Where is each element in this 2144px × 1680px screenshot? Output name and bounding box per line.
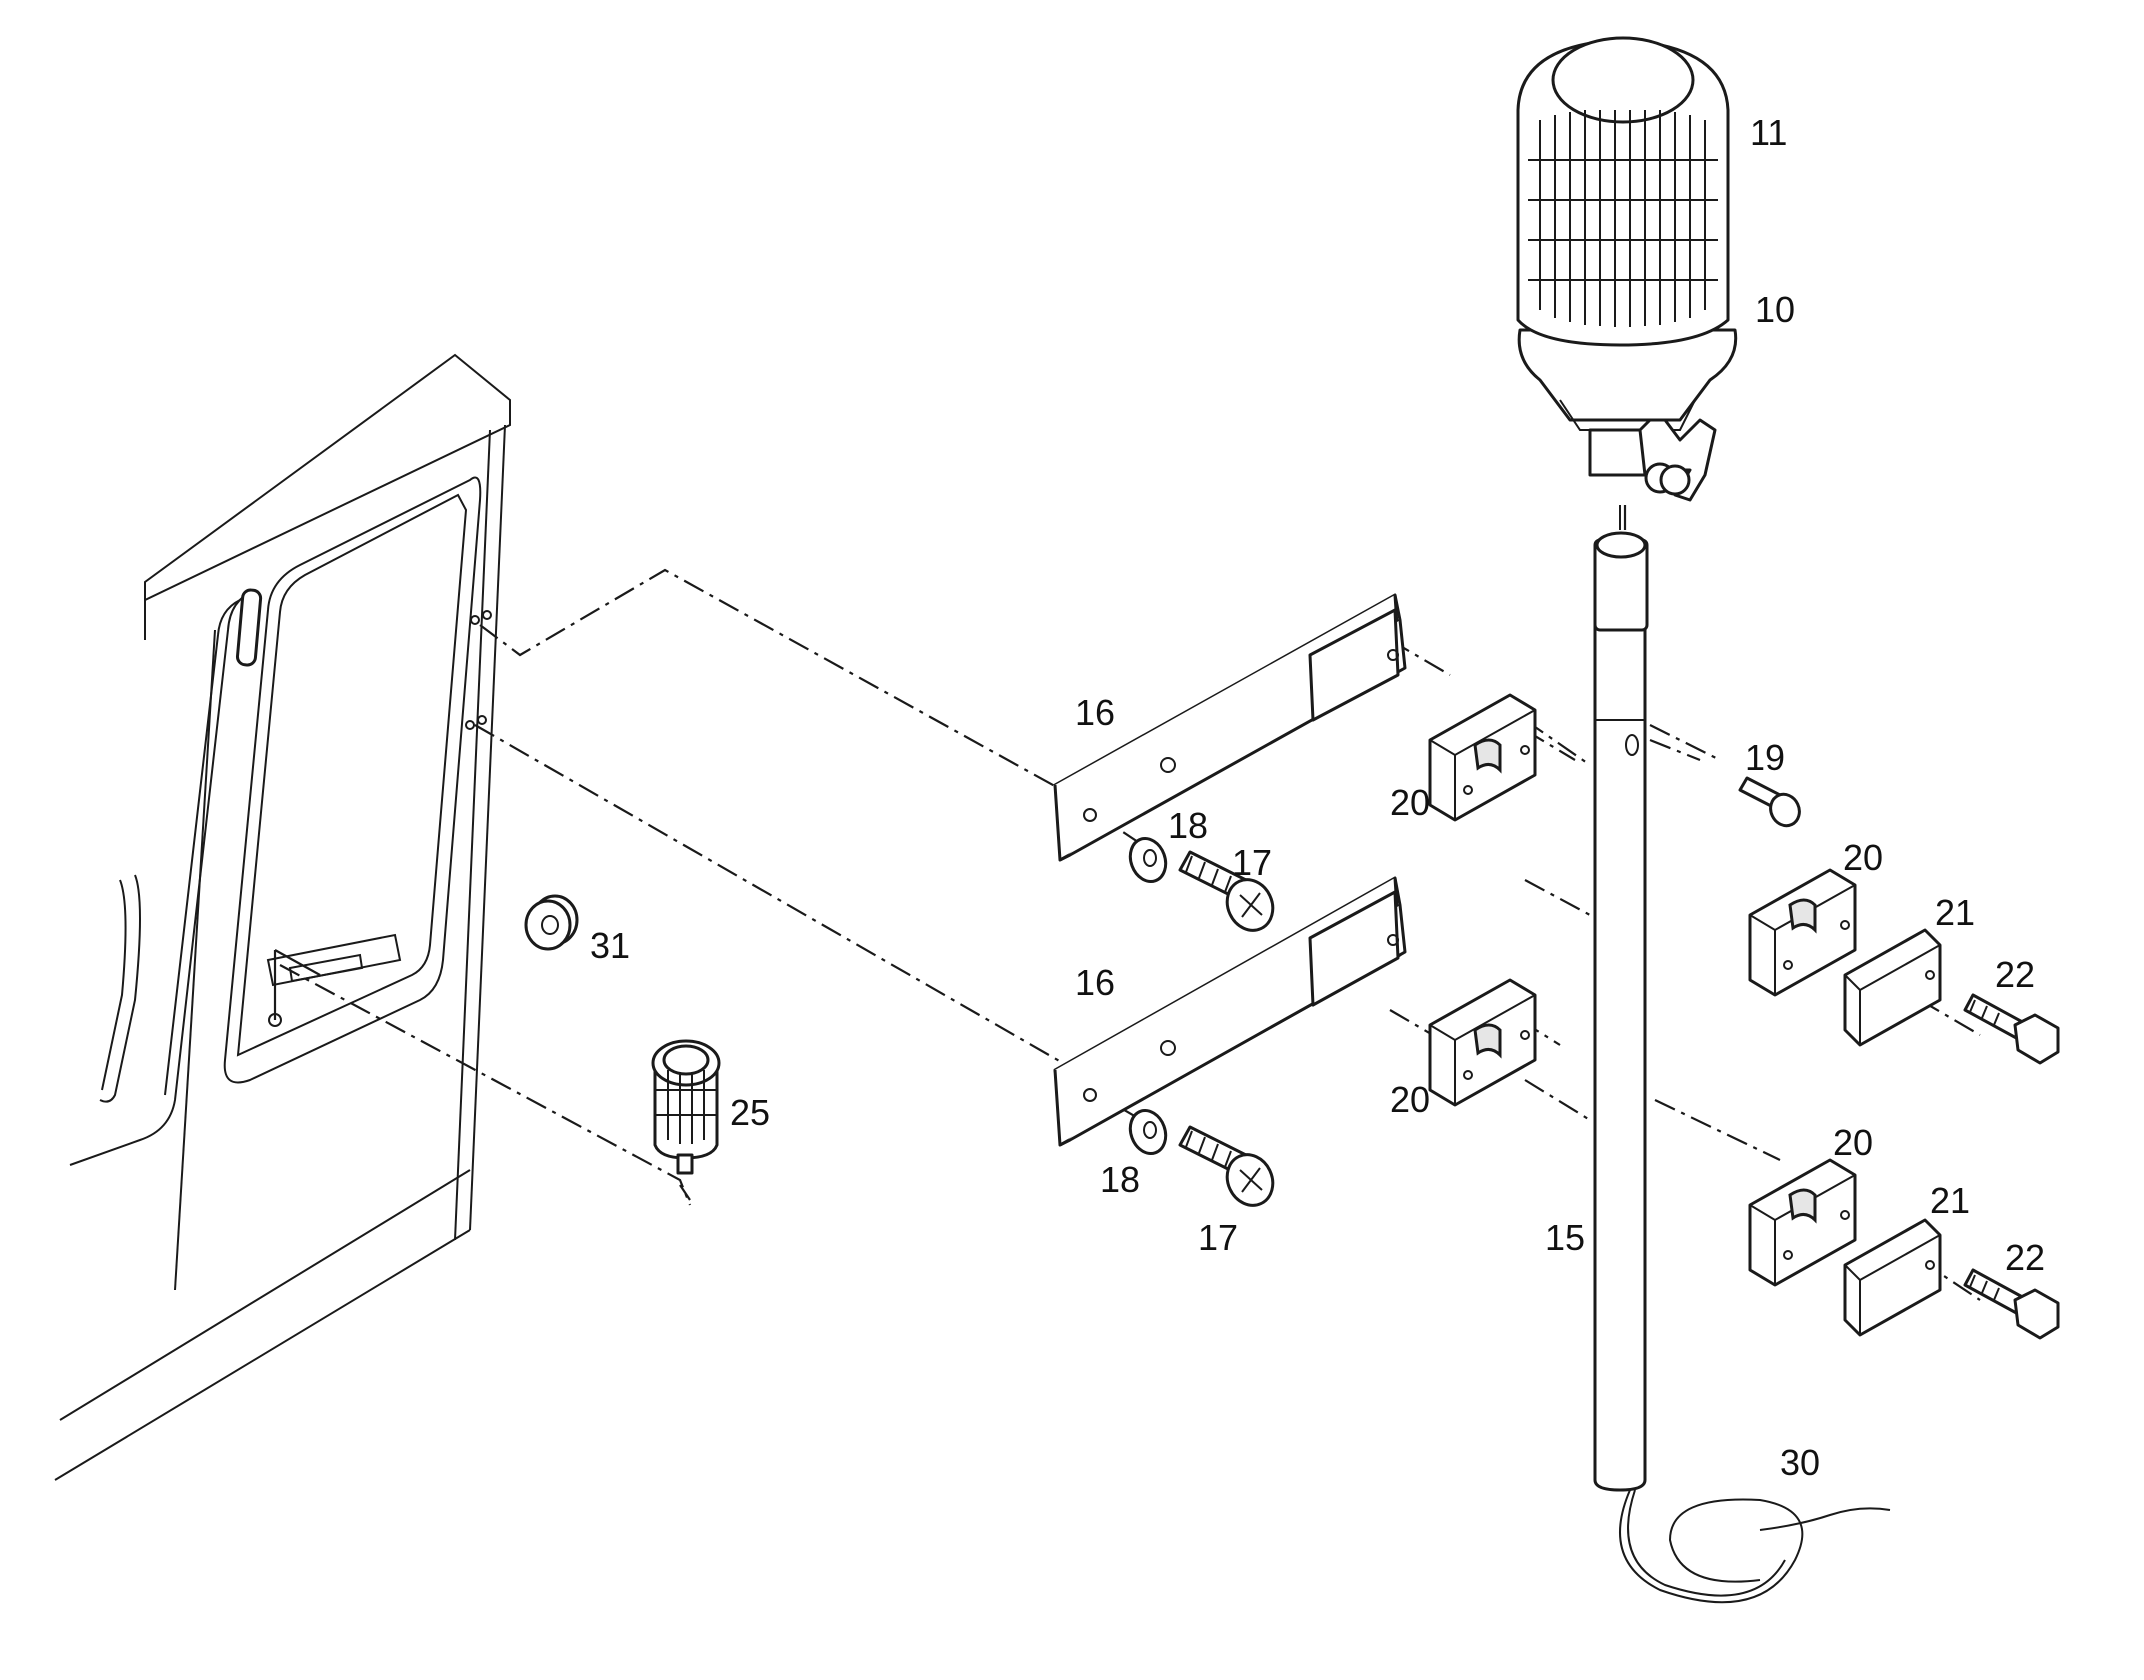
callout-20-b: 20	[1843, 837, 1883, 878]
mounting-pole	[1593, 505, 1649, 1492]
callout-22-upper: 22	[1995, 954, 2035, 995]
washer-upper	[1128, 837, 1168, 883]
callout-21-lower: 21	[1930, 1180, 1970, 1221]
screw-upper	[1178, 850, 1275, 932]
callout-labels: 10 11 15 16 16 17 17 18 18 19 20 20 20 2…	[590, 112, 2045, 1483]
callout-18-upper: 18	[1168, 805, 1208, 846]
mounting-plate-upper	[1053, 593, 1407, 862]
grommet	[524, 894, 579, 951]
callout-16-upper: 16	[1075, 692, 1115, 733]
washer-lower	[1128, 1109, 1168, 1155]
callout-17-upper: 17	[1232, 842, 1272, 883]
clamp-block-upper-right	[1748, 868, 1857, 997]
clamp-block-lower-left	[1428, 978, 1537, 1107]
lens-ribs	[1528, 110, 1718, 327]
callout-30: 30	[1780, 1442, 1820, 1483]
bolt-upper	[1963, 993, 2060, 1065]
screw-small	[1738, 776, 1801, 828]
beacon-lamp	[1516, 36, 1738, 502]
clamp-block-lower-right	[1748, 1158, 1857, 1287]
screw-lower	[1178, 1125, 1275, 1207]
callout-21-upper: 21	[1935, 892, 1975, 933]
callout-19: 19	[1745, 737, 1785, 778]
callout-17-lower: 17	[1198, 1217, 1238, 1258]
clamp-plate-lower	[1843, 1218, 1942, 1337]
callout-10: 10	[1755, 289, 1795, 330]
callout-31: 31	[590, 925, 630, 966]
callout-20-c: 20	[1390, 1079, 1430, 1120]
callout-15: 15	[1545, 1217, 1585, 1258]
cable	[1619, 1489, 1891, 1604]
clamp-block-upper-left	[1428, 693, 1537, 822]
bolt-lower	[1963, 1268, 2060, 1340]
mounting-plate-lower	[1053, 876, 1407, 1147]
callout-11: 11	[1750, 112, 1787, 153]
rotary-switch	[651, 1039, 721, 1175]
callout-20-d: 20	[1833, 1122, 1873, 1163]
callout-18-lower: 18	[1100, 1159, 1140, 1200]
callout-20-a: 20	[1390, 782, 1430, 823]
callout-25: 25	[730, 1092, 770, 1133]
callout-22-lower: 22	[2005, 1237, 2045, 1278]
clamp-plate-upper	[1843, 928, 1942, 1047]
callout-16-lower: 16	[1075, 962, 1115, 1003]
vehicle-cab-body	[54, 353, 511, 1481]
door-handle	[235, 588, 263, 667]
